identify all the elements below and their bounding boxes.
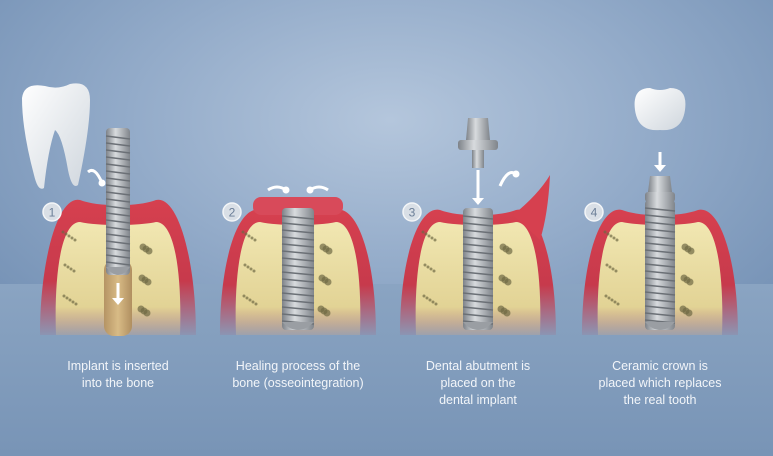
caption-step-2: Healing process of the bone (osseointegra… (208, 358, 388, 392)
arrow-down-icon (654, 152, 666, 172)
bone-texture (241, 230, 333, 317)
step-4-panel: 4 (582, 88, 738, 335)
arrow-down-icon (112, 283, 124, 305)
bone-texture (421, 230, 513, 317)
caption-line: Dental abutment is (425, 359, 531, 373)
caption-line: bone (osseointegration) (232, 376, 364, 390)
svg-text:4: 4 (591, 206, 598, 220)
extracted-tooth (22, 83, 90, 189)
ceramic-crown (634, 88, 686, 131)
curved-arrow-icon (87, 168, 106, 187)
caption-step-3: Dental abutment is placed on the dental im… (388, 358, 568, 409)
step-2-panel: 2 (220, 185, 376, 335)
caption-line: dental implant (439, 393, 517, 407)
step-number-badge: 4 (584, 202, 604, 222)
step-3-panel: 3 (400, 118, 556, 335)
svg-text:1: 1 (49, 206, 56, 220)
arrow-down-icon (472, 170, 484, 205)
curved-arrow-icon (267, 185, 290, 194)
dental-abutment (645, 176, 675, 202)
caption-line: placed which replaces (598, 376, 722, 390)
step-1-panel: 1 (22, 83, 196, 336)
caption-line: into the bone (81, 376, 155, 390)
curved-arrow-icon (498, 170, 520, 187)
gum-flap (513, 175, 550, 240)
caption-line: placed on the (440, 376, 516, 390)
step-number-badge: 2 (222, 202, 242, 222)
healing-gum-cover (253, 197, 343, 215)
caption-line: Implant is inserted (67, 359, 169, 373)
caption-line: Healing process of the (235, 359, 361, 373)
bone-texture (61, 230, 153, 317)
implant-screw (105, 128, 131, 275)
implant-screw (281, 208, 315, 330)
caption-line: Ceramic crown is (612, 359, 708, 373)
implant-screw (644, 200, 676, 330)
step-number-badge: 3 (402, 202, 422, 222)
caption-line: the real tooth (623, 393, 697, 407)
svg-text:3: 3 (409, 206, 416, 220)
curved-arrow-icon (306, 185, 329, 194)
caption-step-4: Ceramic crown is placed which replaces the… (570, 358, 750, 409)
svg-text:2: 2 (229, 206, 236, 220)
caption-step-1: Implant is inserted into the bone (28, 358, 208, 392)
step-number-badge: 1 (42, 202, 62, 222)
implant-screw (462, 208, 494, 330)
dental-abutment (458, 118, 498, 168)
bone-texture (603, 230, 695, 317)
